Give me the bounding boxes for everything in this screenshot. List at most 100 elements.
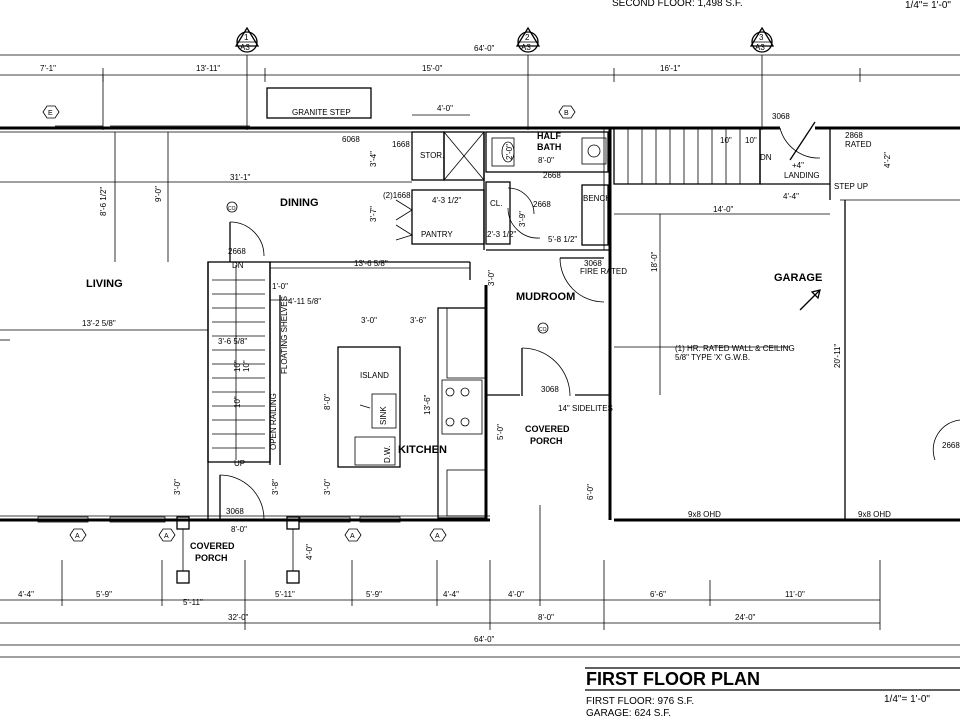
- svg-text:3'-9": 3'-9": [518, 211, 527, 227]
- garage-area: GARAGE: 624 S.F.: [586, 708, 671, 719]
- svg-text:14'-0": 14'-0": [713, 205, 734, 214]
- svg-text:8'-0": 8'-0": [538, 156, 554, 165]
- svg-text:OPEN RAILING: OPEN RAILING: [269, 393, 278, 450]
- svg-text:CL.: CL.: [490, 199, 502, 208]
- svg-text:DN: DN: [232, 261, 244, 270]
- svg-text:A: A: [164, 533, 169, 540]
- scale-note-bottom: 1/4"= 1'-0": [884, 694, 930, 705]
- svg-text:5'-0": 5'-0": [496, 424, 505, 440]
- svg-text:10": 10": [745, 136, 757, 145]
- svg-text:UP: UP: [234, 459, 245, 468]
- svg-text:3: 3: [759, 33, 764, 42]
- room-covered-porch-rear-1: COVERED: [190, 541, 235, 551]
- svg-text:10": 10": [233, 396, 242, 408]
- svg-text:GRANITE STEP: GRANITE STEP: [292, 108, 351, 117]
- svg-text:FIRE RATED: FIRE RATED: [580, 267, 627, 276]
- svg-text:SINK: SINK: [379, 406, 388, 425]
- svg-text:4'-0": 4'-0": [437, 104, 453, 113]
- svg-text:RATED: RATED: [845, 140, 872, 149]
- garage-walls: [613, 127, 960, 522]
- room-half-bath-2: BATH: [537, 142, 561, 152]
- svg-text:ISLAND: ISLAND: [360, 371, 389, 380]
- svg-text:3'-0": 3'-0": [173, 479, 182, 495]
- svg-text:18'-0": 18'-0": [650, 251, 659, 272]
- svg-text:6068: 6068: [342, 135, 360, 144]
- svg-text:4'-0": 4'-0": [508, 590, 524, 599]
- svg-text:4'-3 1/2": 4'-3 1/2": [432, 196, 461, 205]
- svg-text:LANDING: LANDING: [784, 171, 820, 180]
- svg-text:10": 10": [242, 360, 251, 372]
- annotation-labels: GRANITE STEP 6068 1668 STOR. (2)1668 PAN…: [226, 87, 960, 519]
- svg-text:PANTRY: PANTRY: [421, 230, 453, 239]
- svg-text:4'-4": 4'-4": [443, 590, 459, 599]
- svg-text:2668: 2668: [543, 171, 561, 180]
- svg-text:10": 10": [720, 136, 732, 145]
- svg-text:A: A: [75, 533, 80, 540]
- svg-text:2668: 2668: [942, 441, 960, 450]
- second-floor-area: SECOND FLOOR: 1,498 S.F.: [612, 0, 743, 9]
- room-kitchen: KITCHEN: [398, 444, 447, 456]
- svg-text:5/8" TYPE 'X' G.W.B.: 5/8" TYPE 'X' G.W.B.: [675, 353, 750, 362]
- svg-text:3'-8": 3'-8": [271, 479, 280, 495]
- svg-text:13'-6 5/8": 13'-6 5/8": [354, 259, 388, 268]
- room-living: LIVING: [86, 278, 123, 290]
- svg-text:5'-8 1/2": 5'-8 1/2": [548, 235, 577, 244]
- svg-text:(2)1668: (2)1668: [383, 191, 411, 200]
- svg-text:(1) HR. RATED WALL & CEILING: (1) HR. RATED WALL & CEILING: [675, 344, 795, 353]
- section-marker-2: 2 A3: [515, 26, 541, 130]
- svg-text:STEP UP: STEP UP: [834, 182, 868, 191]
- room-covered-porch-front-2: PORCH: [530, 436, 563, 446]
- bottom-dimension-lines: 4'-4" 5'-9" 5'-11" 5'-11" 5'-9" 4'-4" 4'…: [0, 560, 960, 658]
- grid-tag-b: B: [558, 105, 576, 119]
- svg-text:31'-1": 31'-1": [230, 173, 251, 182]
- room-half-bath-1: HALF: [537, 131, 561, 141]
- svg-text:9x8 OHD: 9x8 OHD: [858, 510, 891, 519]
- svg-text:A3: A3: [240, 43, 250, 52]
- svg-text:2: 2: [525, 33, 530, 42]
- doors: [219, 121, 960, 520]
- svg-text:5'-11": 5'-11": [183, 598, 203, 607]
- svg-text:7'-1": 7'-1": [40, 64, 56, 73]
- svg-text:3'-0": 3'-0": [487, 270, 496, 286]
- section-marker-3: 3 A3: [749, 26, 775, 130]
- svg-text:3068: 3068: [772, 112, 790, 121]
- svg-text:15'-0": 15'-0": [422, 64, 443, 73]
- top-dimension-lines: 64'-0" 7'-1" 13'-11" 15'-0" 16'-1" 4'-0": [0, 44, 960, 130]
- svg-text:8'-6 1/2": 8'-6 1/2": [99, 187, 108, 216]
- svg-text:5'-9": 5'-9": [96, 590, 112, 599]
- scale-note-top: 1/4"= 1'-0": [905, 0, 951, 11]
- svg-text:32'-0": 32'-0": [228, 613, 249, 622]
- svg-text:4'-0": 4'-0": [305, 544, 314, 560]
- svg-text:3068: 3068: [584, 259, 602, 268]
- svg-text:A3: A3: [755, 43, 765, 52]
- svg-text:2868: 2868: [845, 131, 863, 140]
- svg-text:1: 1: [244, 33, 249, 42]
- room-covered-porch-rear-2: PORCH: [195, 553, 228, 563]
- svg-text:FLOATING SHELVES: FLOATING SHELVES: [280, 296, 289, 374]
- svg-text:BENCH: BENCH: [583, 194, 611, 203]
- svg-text:20'-11": 20'-11": [833, 344, 842, 368]
- room-covered-porch-front-1: COVERED: [525, 424, 570, 434]
- svg-text:D.W.: D.W.: [383, 446, 392, 463]
- grid-tag-e: E: [42, 105, 60, 119]
- svg-text:3'-7": 3'-7": [369, 206, 378, 222]
- svg-text:A: A: [350, 533, 355, 540]
- svg-text:4'-4": 4'-4": [18, 590, 34, 599]
- svg-text:4'-4": 4'-4": [783, 192, 799, 201]
- svg-text:11'-0": 11'-0": [785, 590, 805, 599]
- section-marker-1: 1 A3: [234, 26, 260, 130]
- drawing-title: FIRST FLOOR PLAN: [586, 669, 760, 689]
- svg-text:STOR.: STOR.: [420, 151, 444, 160]
- svg-text:9'-0": 9'-0": [154, 186, 163, 202]
- svg-text:13'-11": 13'-11": [196, 64, 220, 73]
- svg-text:6'-0": 6'-0": [586, 484, 595, 500]
- svg-text:1668: 1668: [392, 140, 410, 149]
- interior-dimensions: 31'-1" 8'-6 1/2" 9'-0" 3'-4" 3'-7" 4'-3 …: [0, 132, 892, 560]
- house-walls: [0, 125, 960, 584]
- svg-text:5'-9": 5'-9": [366, 590, 382, 599]
- svg-text:8'-0": 8'-0": [538, 613, 554, 622]
- svg-text:DN: DN: [760, 153, 772, 162]
- svg-text:3'-6 5/8": 3'-6 5/8": [218, 337, 247, 346]
- svg-text:2668: 2668: [228, 247, 246, 256]
- svg-text:A3: A3: [521, 43, 531, 52]
